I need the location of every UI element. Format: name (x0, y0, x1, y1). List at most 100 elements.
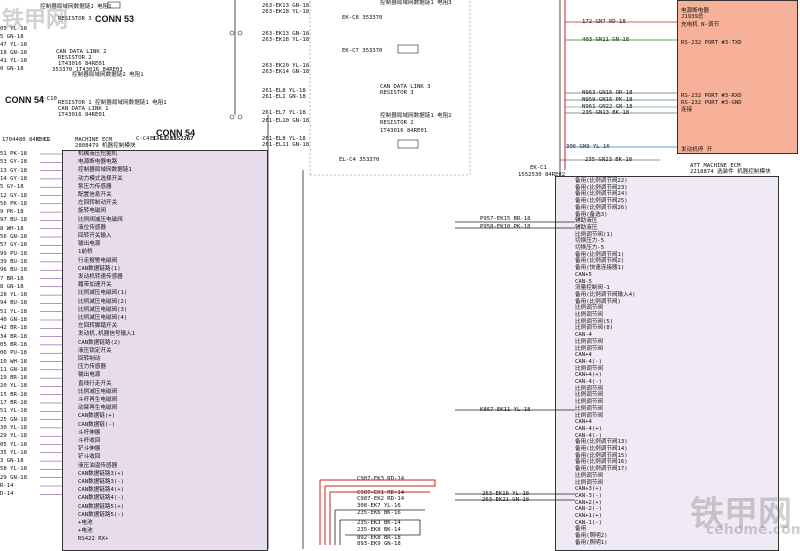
wire-label: 57 GY-18 (0, 242, 27, 249)
att-ecm-pin-label: CAN-4(-) (575, 358, 602, 365)
ecm-pin-label: CAN数据链路(2) (78, 339, 121, 346)
wire-label: 261-EL1 GN-18 (262, 94, 306, 100)
ecm-pin-label: 斗杆再生电磁阀 (78, 397, 118, 403)
resistor-label: C-C4 1552267 (136, 136, 177, 142)
resistor-label: 353370 1T43016 84RE01 (52, 67, 123, 73)
ecm-pin-label: 斗杆伸展 (78, 429, 101, 436)
ecm-pin-label: 机械液压挖掘机 (78, 151, 118, 157)
resistor-label: CAN DATA LINK 2 (56, 49, 107, 55)
att-machine-ecm-panel (555, 176, 779, 551)
att-ecm-pin-label: 备用(比例调节阀14) (575, 446, 628, 452)
wire-label: 9 PK-18 (0, 209, 24, 216)
wire-label: 261-EL11 GN-18 (262, 142, 310, 148)
att-ecm-pin-label: 备用(比例调节阀输入4) (575, 291, 636, 298)
wire-label: 47 YL-18 (0, 42, 27, 48)
att-ecm-pin-label: 备用(比例调节阀13) (575, 439, 628, 446)
att-ecm-pin-label: 备用(比例调节阀22) (575, 178, 628, 184)
ecm-pin-label: 动力模式选择开关 (78, 175, 123, 182)
j1939-module-box (677, 0, 798, 154)
ecm-pin-label: 1前桥 (78, 249, 93, 256)
ecm-pin-label: 铲斗伸展 (78, 446, 101, 453)
wire-label: 8 WH-18 (0, 225, 24, 232)
wire-label: 15 BR-18 (0, 391, 27, 398)
ecm-pin-label: 发动机,机器信号输入1 (78, 331, 136, 338)
att-ecm-pin-list: 备用(比例调节阀22)备用(比例调节阀23)备用(比例调节阀24)备用(比例调节… (575, 178, 771, 548)
wire-label: 25 GN-18 (0, 416, 27, 423)
wire-label: 8 GN-18 (0, 283, 24, 290)
ecm-pin-label: +电池 (78, 528, 93, 535)
wire-label: 261-EL8 YL-18 (262, 88, 306, 94)
att-ecm-pin-label: CAN-4(+) (575, 425, 602, 432)
ecm-pin-label: 输出电源 (78, 372, 101, 379)
resistor-label: RESISTOR 3 (58, 16, 92, 22)
wire-label: 263-EK18 YL-18 (262, 37, 310, 43)
att-ecm-pin-label: 备用(比例调节阀24) (575, 191, 628, 198)
wire-label: 261-EL7 YL-18 (262, 110, 306, 116)
ecm-pin-label: CAN数据链路(1) (78, 265, 121, 272)
wire-label: 34 BR-18 (0, 333, 27, 340)
wire-label: 263-EK18 YL-18 (262, 9, 310, 15)
wire-label: 51 PK-18 (0, 151, 27, 157)
att-ecm-pin-label: CAN-5 (575, 278, 592, 285)
att-ecm-pin-label: 切换压力-5 (575, 245, 605, 251)
att-ecm-pin-label: CAN-3(-) (575, 492, 602, 499)
ecm-pin-label: 左回转脚踏开关 (78, 323, 118, 330)
att-ecm-pin-label: 比例调节阀 (575, 345, 603, 352)
att-ecm-pin-label: CAN+4 (575, 352, 592, 359)
wire-label: 12 GY-18 (0, 192, 27, 199)
ecm-pin-label: 履带加速开关 (78, 282, 112, 289)
wire-label: 28 YL-18 (0, 292, 27, 299)
wire-label: 58 YL-18 (0, 466, 27, 473)
machine-ecm-header-1: MACHINE ECM (75, 137, 113, 143)
resistor-label: 1T43016 84RE01 (58, 112, 106, 118)
wire-label: 892-EK8 BR-18 (357, 535, 401, 541)
wire-label: 263-EK20 YL-18 (262, 63, 310, 69)
att-ecm-pin-label: 备用(备选3) (575, 211, 608, 218)
wire-label: P957-EK15 BR-18 (480, 216, 531, 222)
att-ecm-pin-label: CAN-4(-) (575, 379, 602, 385)
wire-label: 51 YL-18 (0, 308, 27, 315)
ecm-pin-label: 压力传感器 (78, 364, 106, 371)
att-ecm-pin-label: 比例调节阀 (575, 399, 603, 406)
wire-label: 41 YL-18 (0, 58, 27, 64)
ecm-pin-label: 左回转制动开关 (78, 200, 118, 207)
resistor-label: 1T43016 84RE01 (58, 61, 106, 67)
wire-label: 29 YL-18 (0, 433, 27, 440)
watermark-bottom-right: 铁甲网 (690, 494, 792, 534)
ecm-pin-label: 比例减压电磁阀(3) (78, 306, 128, 313)
ecm-pin-label: 液压锁定开关 (78, 347, 112, 354)
att-ecm-pin-label: 备用(比例调节阀16) (575, 459, 628, 466)
wire-label: C987-EK1 RD-14 (357, 490, 405, 496)
wire-label: C987-EK2 RD-14 (357, 496, 405, 502)
att-ecm-pin-label: 备用(照明2) (575, 533, 608, 540)
wire-label: 263-EK13 GN-18 (262, 31, 310, 37)
att-ecm-pin-label: 备用(比例调节阀2) (575, 258, 625, 265)
resistor-label: 控制器局域网数据链1 电阻3 (380, 0, 452, 6)
j1939-pin-label: RS-232 PORT #3-TXD (681, 40, 742, 46)
att-ecm-pin-label: 流量控制阀-1 (575, 285, 610, 292)
ek-c1-label: EK-C1 (530, 165, 547, 171)
resistor-label: CAN DATA LINK 1 (58, 106, 109, 112)
wire-label: 308-EK7 YL-16 (357, 503, 401, 509)
wire-label: 13 GY-18 (0, 167, 27, 174)
resistor-label: C-C3 1552267 (153, 136, 194, 142)
ecm-pin-label: 控制器局域网数据链1 (78, 167, 132, 174)
wire-label: 5 GY-18 (0, 184, 24, 191)
att-ecm-pin-label: 辅助液压 (575, 218, 598, 225)
resistor-label: CAN DATA LINK 3 (380, 84, 431, 90)
wire-label: 05 BR-18 (0, 341, 27, 348)
wire-label: 51 YL-18 (0, 408, 27, 415)
j1939-pin-label: 充电机 N-调节 (681, 22, 720, 28)
conn-54-label-top: CONN 54 (5, 95, 45, 105)
wire-label: 30 YL-18 (0, 424, 27, 431)
wire-label: 263-EK14 GN-18 (262, 69, 310, 75)
wire-label: 42 BR-18 (0, 325, 27, 332)
resistor-label: 1704480 84RE01 (2, 137, 50, 143)
ecm-pin-label: CAN数据链(+) (78, 413, 115, 420)
ek-c1-part: 1552530 84RE02 (518, 172, 566, 178)
wire-label: 3 GN-18 (0, 458, 24, 465)
machine-ecm-panel (62, 150, 268, 551)
wire-label: 7 BR-18 (0, 275, 24, 282)
att-ecm-pin-label: 比例调节阀 (575, 405, 603, 412)
